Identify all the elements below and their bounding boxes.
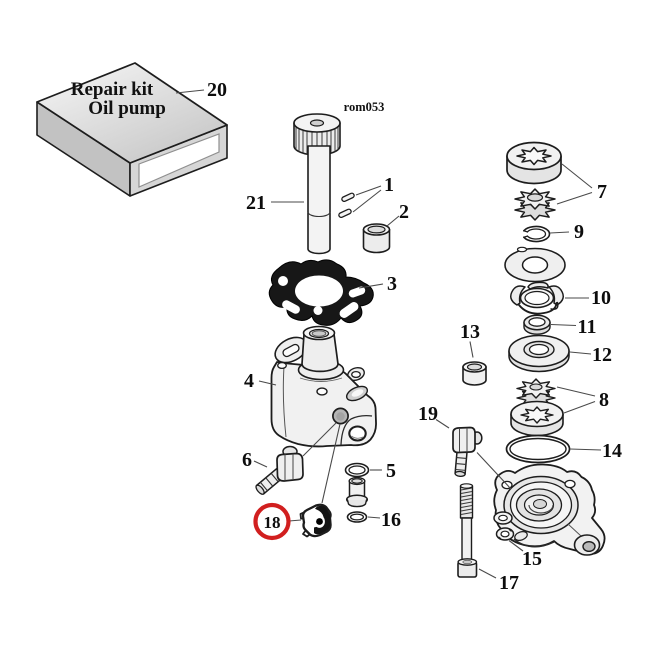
callout-9: 9: [574, 221, 584, 243]
kit-box-label-line2: Oil pump: [88, 98, 166, 119]
figure-code: rom053: [344, 100, 385, 114]
part-6-elbow-fitting: [255, 445, 304, 495]
part-10-retaining-clip: [510, 281, 564, 315]
callout-16: 16: [381, 509, 401, 531]
part-1-pins: [338, 192, 355, 219]
callout-20: 20: [207, 79, 227, 101]
callout-21: 21: [246, 192, 266, 214]
callout-6: 6: [242, 449, 252, 471]
part-7-gerotor-set: [506, 141, 562, 221]
shaft: [307, 145, 331, 255]
callout-12: 12: [592, 344, 612, 366]
callout-3: 3: [387, 273, 397, 295]
callout-1: 1: [384, 174, 394, 196]
part-17-bolt: [457, 483, 478, 578]
callout-18: 18: [264, 513, 281, 532]
callout-15: 15: [522, 548, 542, 570]
callout-labels: rom053 20 21 1 2 3 4 5 6 7 8 9 10 11 12 …: [207, 79, 622, 594]
gear-center-hole: [309, 119, 325, 127]
part-21-drive-gear-shaft: [293, 113, 341, 255]
kit-box-label-line1: Repair kit: [71, 79, 154, 100]
callout-4: 4: [244, 370, 254, 392]
callout-11: 11: [578, 316, 597, 338]
callout-17: 17: [499, 572, 519, 594]
callout-2: 2: [399, 201, 409, 223]
part-2-bushing: [362, 223, 391, 254]
part-5-oring: [344, 462, 370, 478]
callout-19: 19: [418, 403, 438, 425]
pump-cover: [493, 463, 606, 556]
ring-gear-cavity: [516, 146, 552, 166]
part-14-oring: [505, 434, 571, 464]
repair-kit-box: Repair kit Oil pump: [36, 62, 228, 197]
washer-disc: [504, 246, 566, 283]
bolt-shank: [461, 517, 473, 563]
fitting-hex-body: [276, 452, 304, 482]
callout-8: 8: [599, 389, 609, 411]
ring-gear: [510, 400, 564, 437]
inner-star-gear: [514, 188, 556, 221]
callout-14: 14: [602, 440, 622, 462]
callout-5: 5: [386, 460, 396, 482]
part-4-pump-body: [270, 325, 377, 448]
part-16-oring: [346, 511, 368, 523]
callout-13: 13: [460, 321, 480, 343]
highlight-ring: [253, 502, 291, 541]
callout-10: 10: [591, 287, 611, 309]
part-3-gasket: [268, 259, 374, 326]
part-13-bushing: [462, 361, 487, 386]
fitting-barb: [454, 450, 468, 477]
highlight-part-18: 18: [253, 502, 291, 541]
kit-box-opening: [138, 133, 220, 188]
part-18-check-valve: [299, 503, 332, 538]
callout-7: 7: [597, 181, 607, 203]
top-boss: [301, 333, 339, 373]
valve-orifice: [316, 518, 323, 525]
part-15-washers: [493, 511, 515, 541]
part-11-seal-ring: [523, 314, 551, 335]
leader-lines: [175, 89, 602, 579]
part-12-cup-washer: [508, 334, 570, 373]
disc-notch: [516, 246, 528, 253]
fitting-hex-body: [452, 426, 476, 454]
cover-bolt-hole: [564, 479, 576, 489]
part-8-gerotor-set: [510, 378, 564, 437]
kit-box-top-face: [36, 62, 228, 164]
part-9-snap-ring: [523, 225, 551, 243]
relief-valve-plunger: [345, 476, 369, 508]
part-19-elbow-fitting: [452, 426, 483, 477]
gasket-center-hole: [295, 275, 343, 307]
